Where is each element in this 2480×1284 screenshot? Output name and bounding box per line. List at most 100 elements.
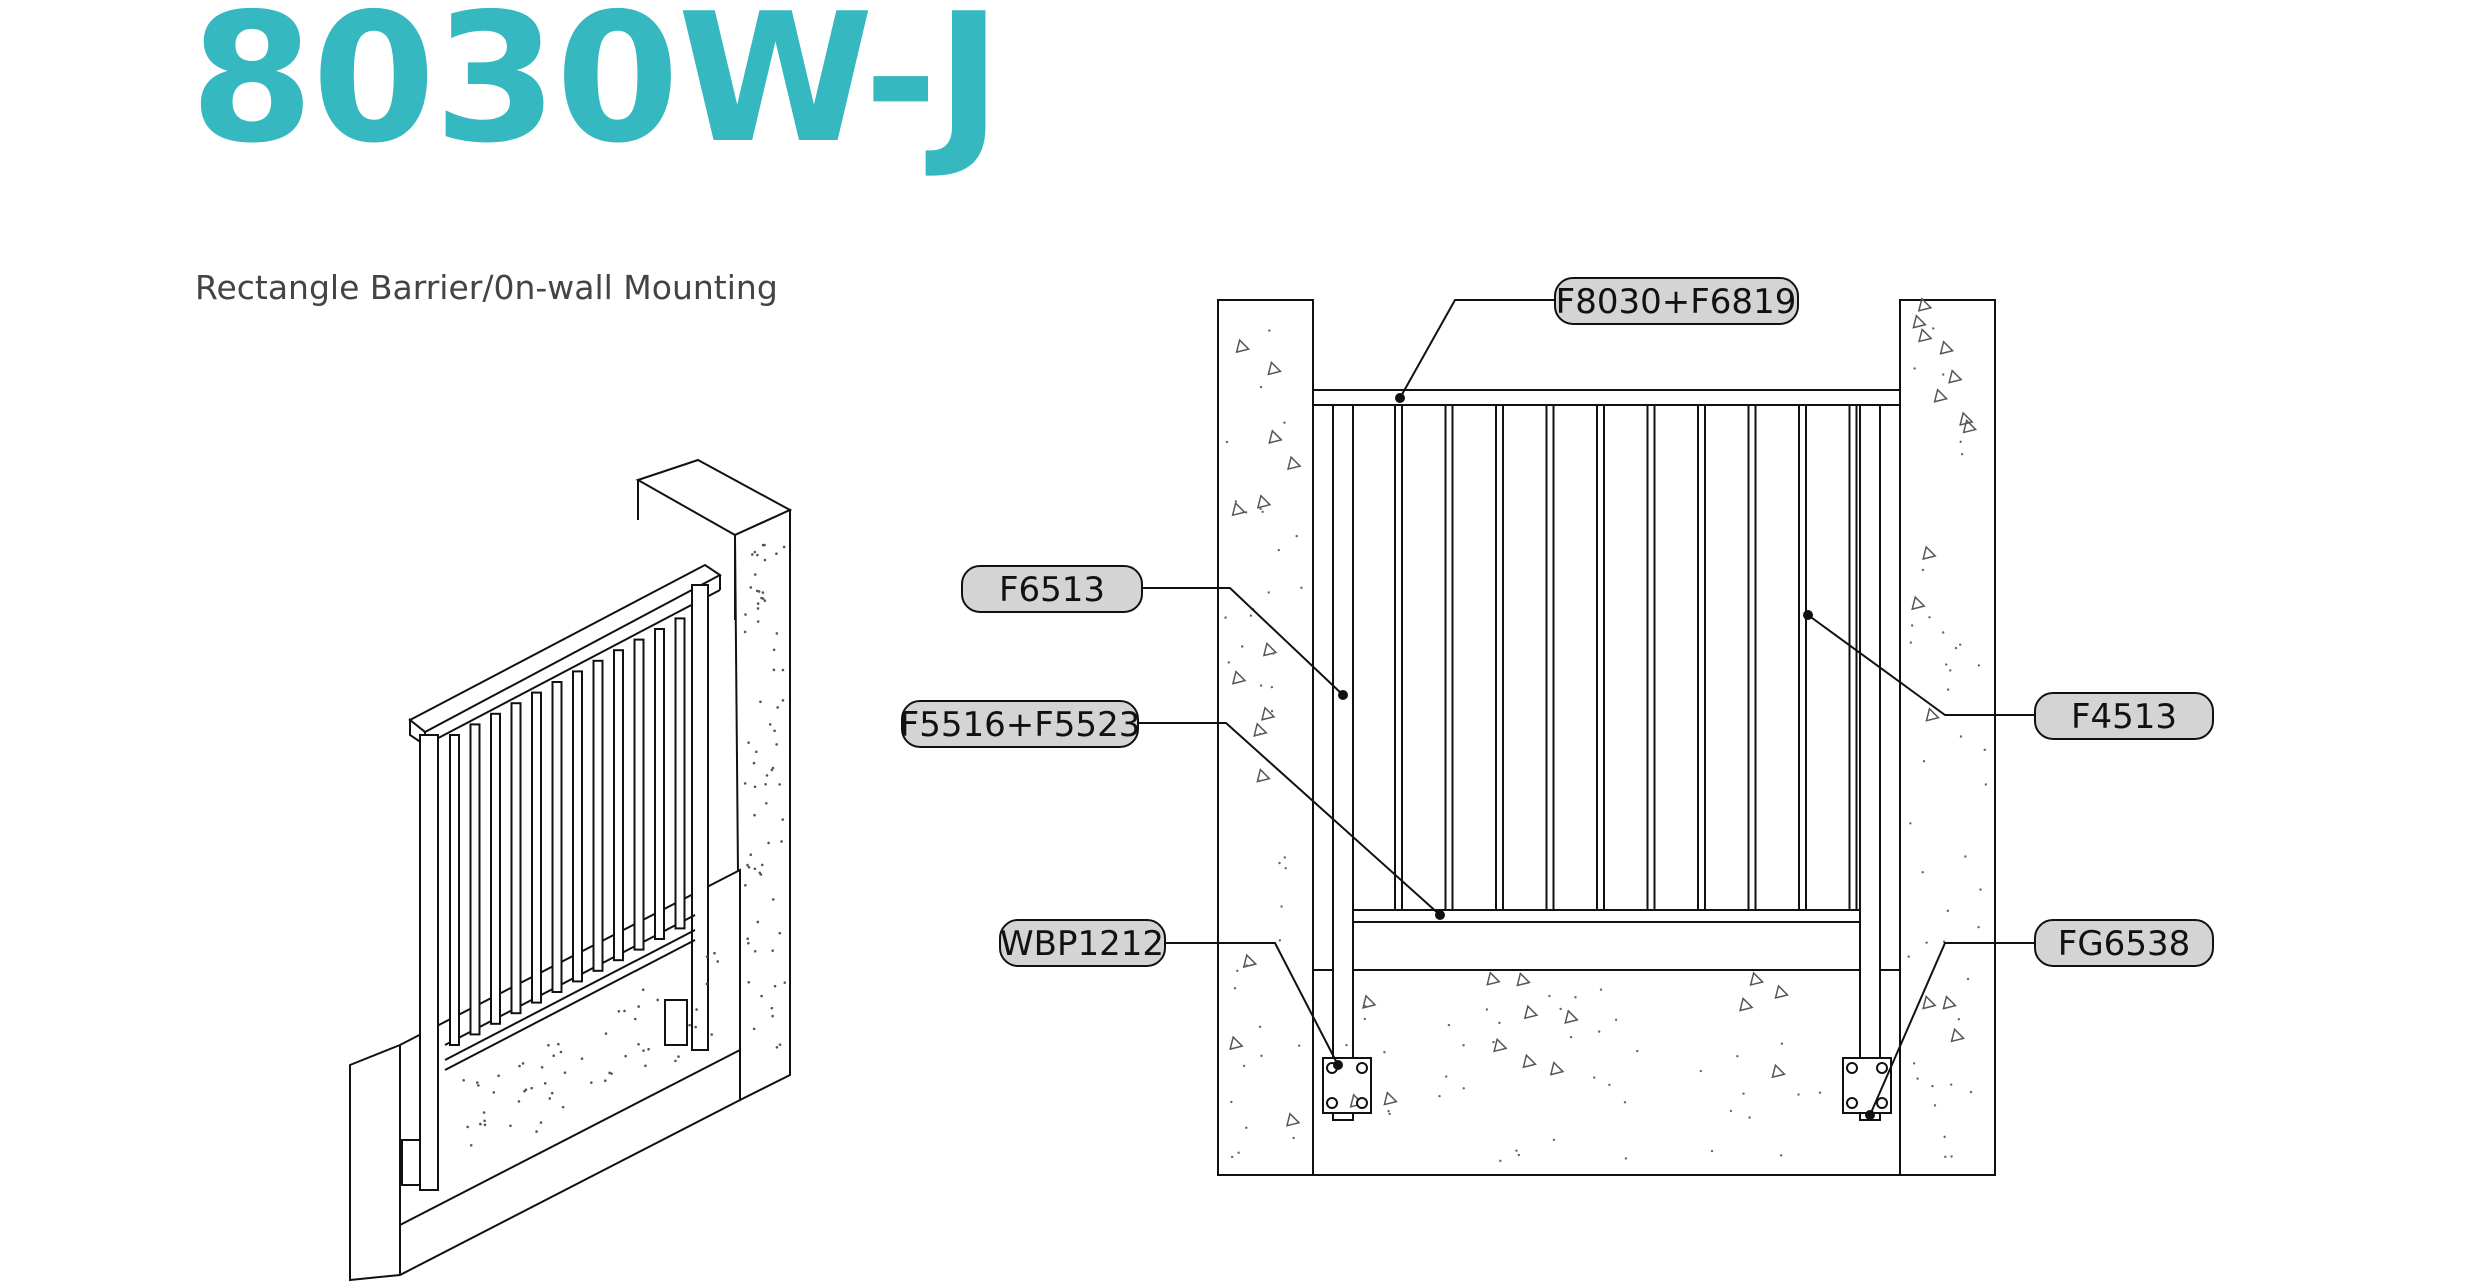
aggregate-mark [1959,411,1974,426]
texture-dot [1909,822,1912,825]
texture-dot [1284,866,1287,870]
baluster [1444,404,1454,911]
iso-baluster [490,712,501,1025]
texture-dot [1292,1136,1295,1140]
texture-dot [751,553,754,556]
texture-dot [644,1064,647,1068]
texture-dot [1278,939,1282,942]
texture-dot [1225,440,1229,444]
texture-dot [1921,871,1924,874]
floor-slab [1312,969,1901,1176]
aggregate-mark [1925,707,1940,722]
texture-dot [1242,1064,1246,1068]
aggregate-mark [1262,642,1278,657]
iso-baluster [633,638,645,951]
texture-dot [1462,1044,1465,1047]
aggregate-mark [1287,455,1302,471]
texture-dot [1945,663,1948,666]
aggregate-mark [1911,595,1926,611]
texture-dot [1966,977,1970,981]
label-wall-bracket: WBP1212 [1000,924,1164,964]
aggregate-mark [1285,1112,1301,1127]
texture-dot [1258,1025,1262,1029]
texture-dot [1345,1043,1348,1047]
aggregate-mark [1933,388,1949,403]
texture-dot [483,1123,487,1127]
model-title: 8030W-J [190,0,1002,182]
texture-dot [1259,684,1263,687]
label-top-rail: F8030+F6819 [1556,282,1797,322]
texture-dot [1597,1030,1601,1033]
texture-dot [713,951,716,955]
texture-dot [1933,1104,1937,1107]
texture-dot [642,1049,645,1052]
texture-dot [1548,994,1551,998]
texture-dot [1257,779,1260,782]
texture-dot [552,1054,555,1058]
texture-dot [1912,1062,1916,1065]
texture-dot [773,984,777,988]
callout-glass-bracket: FG6538 [2034,919,2214,967]
texture-dot [1267,591,1270,594]
texture-dot [782,545,786,549]
texture-dot [756,620,760,623]
baluster [1495,404,1504,911]
texture-dot [1950,1155,1953,1158]
aggregate-mark [1912,314,1927,329]
texture-dot [780,840,783,843]
texture-dot [1245,1126,1248,1129]
texture-dot [773,729,776,733]
texture-dot [1272,652,1275,655]
aggregate-mark [1361,994,1377,1009]
texture-dot [469,1143,473,1147]
texture-dot [757,590,761,593]
callout-bottom-rail: F5516+F5523 [900,700,1141,748]
aggregate-mark [1256,768,1271,783]
texture-dot [776,706,779,709]
texture-dot [767,841,770,845]
right-wall [1899,299,1996,1176]
texture-dot [1958,643,1962,646]
label-bottom-rail: F5516+F5523 [900,705,1141,745]
texture-dot [1977,664,1981,667]
texture-dot [466,1125,469,1129]
texture-dot [1552,1138,1556,1142]
texture-dot [781,699,785,702]
aggregate-mark [1950,1027,1966,1043]
texture-dot [517,1100,521,1103]
texture-dot [775,552,778,555]
texture-dot [1964,855,1967,858]
aggregate-mark [1922,545,1937,561]
aggregate-mark [1267,360,1282,376]
texture-dot [694,1025,697,1029]
texture-dot [543,1082,547,1085]
texture-dot [1445,1075,1448,1078]
aggregate-mark [1383,1091,1398,1106]
aggregate-mark [1774,984,1789,999]
texture-dot [772,668,776,672]
texture-dot [1224,616,1227,619]
texture-dot [1492,1040,1495,1044]
texture-dot [1297,1044,1301,1047]
texture-dot [1983,748,1986,752]
texture-dot [688,1023,691,1027]
texture-dot [548,1097,552,1100]
texture-dot [1270,709,1274,713]
texture-dot [1388,1112,1391,1116]
baluster [1798,404,1807,911]
texture-dot [1910,624,1914,627]
iso-baluster [674,617,686,930]
texture-dot [590,1081,593,1084]
texture-dot [695,1008,698,1011]
bottom-rail [1352,909,1861,923]
texture-dot [1941,631,1945,634]
texture-dot [752,761,756,765]
texture-dot [1236,969,1239,972]
label-post: F6513 [999,570,1105,610]
texture-dot [1909,641,1913,644]
texture-dot [1949,1083,1953,1086]
texture-dot [518,1064,521,1068]
texture-dot [743,782,747,785]
aggregate-mark [1268,429,1283,444]
